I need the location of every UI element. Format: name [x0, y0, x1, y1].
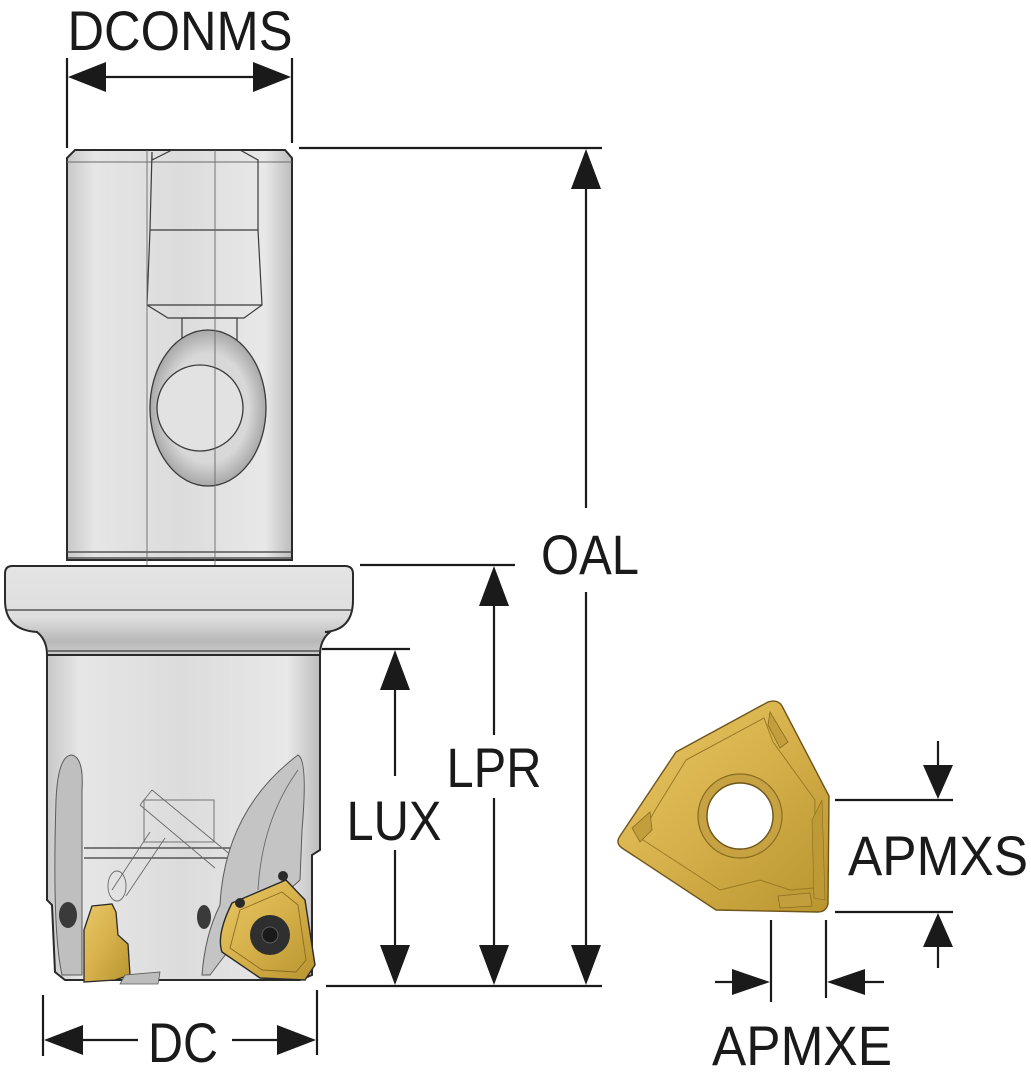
coolant-channel [107, 789, 233, 902]
coolant-hole-left [59, 902, 77, 928]
flute-edge [257, 769, 299, 891]
label-apmxs: APMXS [848, 824, 1028, 887]
label-apmxe: APMXE [712, 1014, 892, 1077]
insert-corner-chipbreaker [631, 811, 653, 843]
dim-lux: LUX [347, 650, 442, 985]
coolant-hole-right [197, 905, 211, 929]
label-lux: LUX [347, 789, 442, 852]
cutter-body [4, 149, 354, 985]
label-lpr: LPR [447, 736, 542, 799]
dim-apmxe: APMXE [712, 920, 892, 1077]
shank-flat [146, 149, 263, 319]
insert-seat [119, 971, 161, 985]
dim-oal: OAL [541, 149, 639, 985]
label-oal: OAL [541, 523, 639, 586]
insert-left [83, 903, 131, 983]
insert-detail [617, 700, 830, 913]
chip-flute-left [54, 754, 83, 976]
dim-apmxs: APMXS [835, 741, 1028, 968]
insert-right [219, 871, 316, 981]
clamp-hole [156, 364, 244, 452]
dim-lpr: LPR [447, 566, 542, 985]
label-dconms: DCONMS [68, 0, 293, 62]
label-dc: DC [148, 1011, 218, 1074]
dim-dconms: DCONMS [65, 0, 294, 148]
dim-dc: DC [41, 990, 319, 1074]
insert-corner-chipbreaker [777, 892, 813, 909]
flange [4, 565, 354, 661]
torx-recess-icon [261, 926, 279, 944]
insert-hole [706, 782, 774, 850]
insert-corner-chipbreaker [767, 710, 789, 749]
